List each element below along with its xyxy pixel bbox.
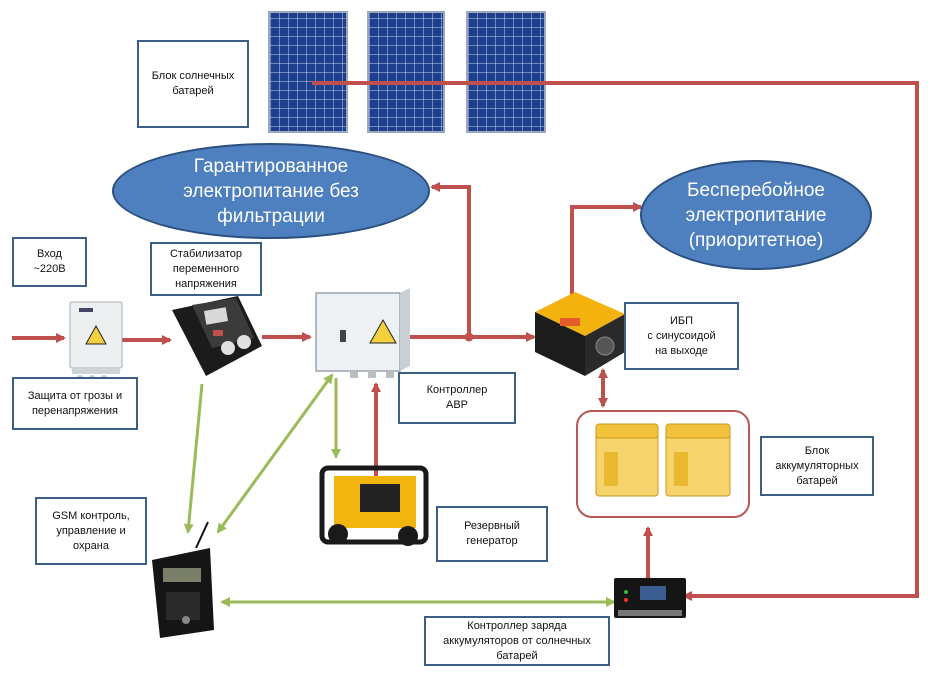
guaranteed-power-ellipse: Гарантированное электропитание без фильт… [112, 143, 430, 239]
uninterruptible-power-ellipse: Бесперебойное электропитание (приоритетн… [640, 160, 872, 270]
protection-box-icon [69, 301, 123, 381]
input-label: Вход ~220В [12, 237, 87, 287]
avr-cabinet-icon [315, 288, 410, 378]
charge-controller-icon [614, 578, 686, 618]
charge-controller-label: Контроллер заряда аккумуляторов от солне… [424, 616, 610, 666]
stabilizer-to-gsm-arrow [183, 383, 204, 534]
ups-label: ИБП с синусоидой на выходе [624, 302, 739, 370]
avr-label: Контроллер АВР [398, 372, 516, 424]
batteries-label: Блок аккумуляторных батарей [760, 436, 874, 496]
stabilizer-label: Стабилизатор переменного напряжения [150, 242, 262, 296]
battery-group-frame [576, 410, 750, 518]
ups-icon [535, 292, 625, 376]
stabilizer-icon [172, 296, 262, 376]
generator-label: Резервный генератор [436, 506, 548, 562]
control-lines [183, 373, 616, 607]
solar-panels-label: Блок солнечных батарей [137, 40, 249, 128]
gsm-terminal-icon [152, 521, 214, 638]
battery-icon [595, 423, 731, 497]
to-uninterruptible-arrow [570, 202, 643, 296]
junction-dot [464, 332, 474, 342]
gsm-avr-arrow [216, 373, 334, 534]
gsm-label: GSM контроль, управление и охрана [35, 497, 147, 565]
protection-label: Защита от грозы и перенапряжения [12, 377, 138, 430]
generator-icon [319, 465, 429, 546]
solar-panel-icon [268, 11, 546, 133]
solar-line [312, 81, 919, 601]
to-guaranteed-arrow [430, 182, 471, 337]
